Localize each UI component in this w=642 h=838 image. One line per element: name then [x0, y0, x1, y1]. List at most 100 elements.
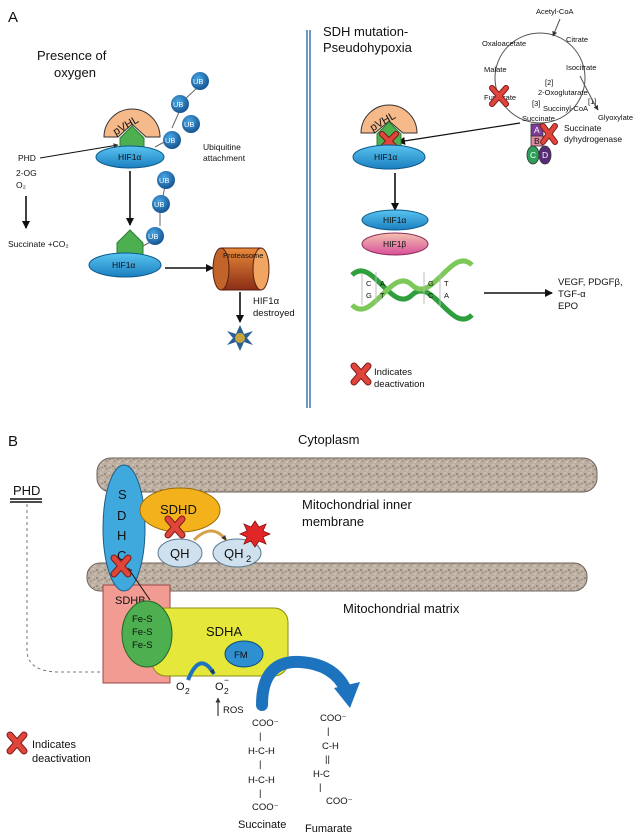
hif1a-dimer [361, 209, 429, 231]
ub-label: UB [159, 176, 169, 185]
formula-line: | [319, 782, 321, 793]
dna-letter: C [428, 291, 434, 300]
fumarate-deactivation-x [489, 85, 509, 107]
formula-line: C-H [322, 741, 339, 752]
proteasome-label: Proteasome [223, 251, 263, 260]
ros-label: ROS [223, 705, 244, 716]
step-2: [2] [545, 78, 553, 87]
sdha-box [151, 607, 289, 677]
dna-letter: T [380, 291, 385, 300]
fes-label: Fe-S [132, 640, 153, 651]
panel-b-label: B [8, 433, 18, 450]
succinate-label: Succinate [238, 819, 286, 831]
legend-b-line2: deactivation [32, 753, 91, 765]
phd-label-b: PHD [13, 483, 40, 498]
succinate-fumarate-arrowhead [334, 682, 360, 708]
inner-membrane-band [86, 562, 588, 592]
ub-circle [152, 195, 170, 213]
dna-letter: A [380, 279, 385, 288]
ub-circle [146, 227, 164, 245]
proteasome: Proteasome [212, 247, 270, 291]
qh2-subscript: 2 [246, 554, 251, 565]
hif1a-oval-right [352, 144, 426, 170]
ub-circle [157, 171, 175, 189]
qh2-label: QH [224, 546, 244, 561]
dna-letter: T [444, 279, 449, 288]
o2-label-b: O [176, 681, 185, 693]
ubiquitine-label-2: attachment [203, 153, 246, 163]
hif1a-dimer-label: HIF1α [383, 215, 406, 225]
glyoxylate-arrow [579, 75, 599, 111]
formula-line: | [259, 759, 261, 770]
two-oxoglutarate: 2-Oxoglutarate [538, 88, 588, 97]
hif-ub-complex: HIF1α UB UB UB [88, 171, 175, 278]
dna-letter: G [366, 291, 372, 300]
fes-oval [121, 600, 173, 668]
ub-label: UB [148, 232, 158, 241]
succinyl-coa: Succinyl-CoA [543, 104, 588, 113]
destroyed-line2: destroyed [253, 308, 295, 319]
outer-membrane-band [96, 457, 598, 493]
formula-line: | [327, 726, 329, 737]
hif1b-oval [361, 232, 429, 256]
hif1a-label-2: HIF1α [112, 260, 135, 270]
fumarate-label: Fumarate [305, 823, 352, 835]
sdhc-letter: C [117, 548, 126, 563]
succinate-to-pvhl-arrow [397, 122, 521, 145]
o2minus-sup: − [224, 675, 229, 685]
right-title-line1: SDH mutation- [323, 24, 408, 39]
pvhl-complex-right: pVHL HIF1α [352, 104, 426, 170]
qh-to-qh2-arrow [192, 529, 228, 542]
sdh-a-label: A [534, 125, 540, 135]
ub-link [171, 109, 181, 129]
isocitrate: Isocitrate [566, 63, 596, 72]
succinate-formula: COO⁻ | H-C-H | H-C-H | COO⁻ [248, 718, 279, 813]
o2-label: O₂ [16, 180, 26, 190]
hif1a-label-right: HIF1α [374, 152, 397, 162]
o2minus-sub: 2 [224, 686, 229, 696]
ub-label: UB [173, 100, 183, 109]
inner-membrane-line1: Mitochondrial inner [302, 497, 413, 512]
sdhc-letter: D [117, 508, 126, 523]
matrix-label: Mitochondrial matrix [343, 601, 460, 616]
dna-letter: A [444, 291, 449, 300]
sdh-label-2: dyhydrogenase [564, 134, 622, 144]
proteasome-right-cap [252, 247, 270, 291]
ub-label: UB [165, 136, 175, 145]
legend-a-line1: Indicates [374, 367, 412, 378]
glyoxylate: Glyoxylate [598, 113, 633, 122]
legend-a: Indicates deactivation [350, 362, 425, 390]
succinate-fumarate-arrow [256, 655, 352, 711]
degraded-star [227, 325, 253, 351]
targets-line2: TGF-α [558, 289, 586, 300]
o2-arrow [186, 661, 216, 681]
o2minus-label: O [215, 681, 224, 693]
ub-circle [171, 95, 189, 113]
formula-line: COO⁻ [326, 796, 353, 807]
step-3: [3] [532, 99, 540, 108]
acetyl-coa: Acetyl-CoA [536, 7, 574, 16]
sdhd-label: SDHD [160, 502, 197, 517]
qh-oval [157, 538, 203, 568]
targets-line3: EPO [558, 301, 578, 312]
succinate-co2-label: Succinate +CO₂ [8, 239, 69, 249]
formula-line: COO⁻ [252, 802, 279, 813]
fes-label: Fe-S [132, 614, 153, 625]
fm-label: FM [234, 650, 248, 661]
fes-to-sdhc-arrow [127, 567, 151, 601]
fumarate-formula: COO⁻ | C-H || H-C | COO⁻ [313, 713, 353, 807]
sdh-label-1: Succinate [564, 123, 602, 133]
succinate: Succinate [522, 114, 555, 123]
formula-line: H-C-H [248, 775, 275, 786]
sdha-label: SDHA [206, 624, 242, 639]
formula-line: H-C-H [248, 746, 275, 757]
formula-line: COO⁻ [252, 718, 279, 729]
sdh-subunit-d [538, 145, 552, 165]
pvhl-shape-right [360, 104, 418, 134]
inner-membrane-line2: membrane [302, 514, 364, 529]
left-title-line1: Presence of [37, 48, 107, 63]
fes-label: Fe-S [132, 627, 153, 638]
right-title-line2: Pseudohypoxia [323, 40, 413, 55]
phd-label-left: PHD [18, 153, 36, 163]
